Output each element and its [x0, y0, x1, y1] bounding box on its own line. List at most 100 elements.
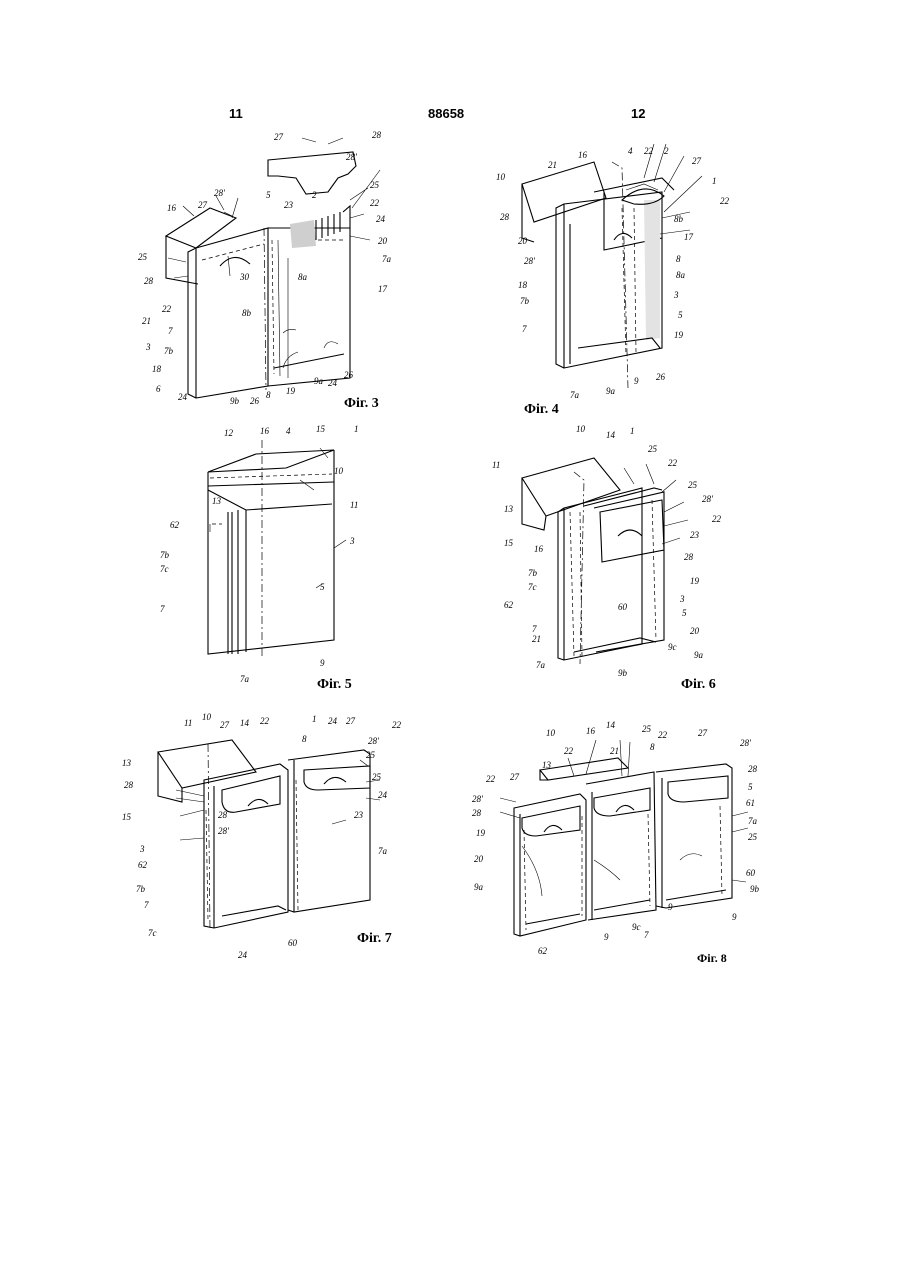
figure-3-caption: Фіг. 3: [344, 396, 379, 412]
reference-numeral: 7b: [160, 550, 170, 560]
reference-numeral: 28: [372, 130, 382, 140]
reference-numeral: 7c: [160, 564, 169, 574]
reference-numeral: 3: [349, 536, 355, 546]
reference-numeral: 27: [698, 728, 708, 738]
reference-numeral: 28: [144, 276, 154, 286]
reference-numeral: 20: [518, 236, 528, 246]
reference-numeral: 5: [748, 782, 753, 792]
reference-numeral: 26: [344, 370, 354, 380]
reference-numeral: 11: [350, 500, 358, 510]
reference-numeral: 22: [564, 746, 574, 756]
figure-8-drawing: 10 16 14 25 22 13 21 8 22 27 22 27 28' 2…: [470, 720, 760, 960]
reference-numeral: 60: [618, 602, 628, 612]
patent-number: 88658: [428, 106, 464, 121]
figure-6-drawing: 10 14 1 25 22 11 25 28' 13 22 23 15 16 2…: [484, 420, 744, 692]
reference-numeral: 25: [366, 750, 376, 760]
reference-numeral: 5: [266, 190, 271, 200]
reference-numeral: 2: [664, 146, 669, 156]
reference-numeral: 22: [260, 716, 270, 726]
reference-numeral: 14: [606, 720, 616, 730]
figure-8: 10 16 14 25 22 13 21 8 22 27 22 27 28' 2…: [470, 720, 760, 960]
reference-numeral: 27: [274, 132, 284, 142]
reference-numeral: 10: [202, 712, 212, 722]
reference-numeral: 28: [218, 810, 228, 820]
reference-numeral: 28: [500, 212, 510, 222]
reference-numeral: 9a: [606, 386, 616, 396]
reference-numeral: 28: [472, 808, 482, 818]
reference-numeral: 8a: [298, 272, 308, 282]
reference-numeral: 7b: [136, 884, 146, 894]
figure-4-labels: 4 16 22 2 27 21 1 10 22 28 8b 20 17 28' …: [496, 146, 730, 400]
reference-numeral: 22: [658, 730, 668, 740]
reference-numeral: 7a: [570, 390, 580, 400]
reference-numeral: 3: [679, 594, 685, 604]
reference-numeral: 21: [142, 316, 151, 326]
reference-numeral: 11: [492, 460, 500, 470]
reference-numeral: 62: [538, 946, 548, 956]
reference-numeral: 9: [668, 902, 673, 912]
figure-6-caption: Фіг. 6: [681, 677, 716, 693]
reference-numeral: 7c: [528, 582, 537, 592]
reference-numeral: 17: [684, 232, 694, 242]
reference-numeral: 19: [286, 386, 296, 396]
reference-numeral: 1: [712, 176, 717, 186]
reference-numeral: 28': [218, 826, 230, 836]
reference-numeral: 25: [688, 480, 698, 490]
reference-numeral: 16: [578, 150, 588, 160]
reference-numeral: 24: [178, 392, 188, 402]
reference-numeral: 21: [610, 746, 619, 756]
reference-numeral: 28': [702, 494, 714, 504]
reference-numeral: 11: [184, 718, 192, 728]
reference-numeral: 9: [604, 932, 609, 942]
reference-numeral: 7: [144, 900, 149, 910]
reference-numeral: 27: [510, 772, 520, 782]
reference-numeral: 9b: [618, 668, 628, 678]
reference-numeral: 16: [167, 203, 177, 213]
reference-numeral: 19: [476, 828, 486, 838]
figure-5: 16 4 15 1 12 10 13 11 62 3 7b 7c 5 7 7a …: [150, 420, 390, 675]
figure-4-drawing: 4 16 22 2 27 21 1 10 22 28 8b 20 17 28' …: [494, 138, 744, 400]
reference-numeral: 28: [124, 780, 134, 790]
reference-numeral: 27: [198, 200, 208, 210]
reference-numeral: 9b: [750, 884, 760, 894]
figure-8-labels: 10 16 14 25 22 13 21 8 22 27 22 27 28' 2…: [472, 720, 760, 956]
figure-5-labels: 16 4 15 1 12 10 13 11 62 3 7b 7c 5 7 7a …: [160, 424, 359, 684]
reference-numeral: 22: [370, 198, 380, 208]
reference-numeral: 10: [334, 466, 344, 476]
reference-numeral: 22: [162, 304, 172, 314]
reference-numeral: 28': [524, 256, 536, 266]
reference-numeral: 8: [302, 734, 307, 744]
reference-numeral: 27: [346, 716, 356, 726]
figure-4: 4 16 22 2 27 21 1 10 22 28 8b 20 17 28' …: [494, 138, 744, 400]
reference-numeral: 9b: [230, 396, 240, 406]
reference-numeral: 26: [250, 396, 260, 406]
reference-numeral: 8: [650, 742, 655, 752]
reference-numeral: 28': [368, 736, 380, 746]
reference-numeral: 22: [668, 458, 678, 468]
reference-numeral: 15: [122, 812, 132, 822]
reference-numeral: 27: [692, 156, 702, 166]
reference-numeral: 7a: [748, 816, 758, 826]
figure-6: 10 14 1 25 22 11 25 28' 13 22 23 15 16 2…: [484, 420, 744, 692]
reference-numeral: 20: [690, 626, 700, 636]
reference-numeral: 9a: [694, 650, 704, 660]
reference-numeral: 18: [152, 364, 162, 374]
reference-numeral: 22: [720, 196, 730, 206]
reference-numeral: 7: [522, 324, 527, 334]
reference-numeral: 7b: [164, 346, 174, 356]
reference-numeral: 4: [628, 146, 633, 156]
reference-numeral: 3: [145, 342, 151, 352]
reference-numeral: 16: [534, 544, 544, 554]
reference-numeral: 7c: [148, 928, 157, 938]
reference-numeral: 23: [354, 810, 364, 820]
reference-numeral: 28: [748, 764, 758, 774]
figure-7-caption: Фіг. 7: [357, 931, 392, 947]
reference-numeral: 23: [690, 530, 700, 540]
reference-numeral: 3: [673, 290, 679, 300]
reference-numeral: 4: [286, 426, 291, 436]
reference-numeral: 2: [312, 190, 317, 200]
reference-numeral: 8: [266, 390, 271, 400]
reference-numeral: 7a: [240, 674, 250, 684]
reference-numeral: 14: [240, 718, 250, 728]
reference-numeral: 28: [684, 552, 694, 562]
